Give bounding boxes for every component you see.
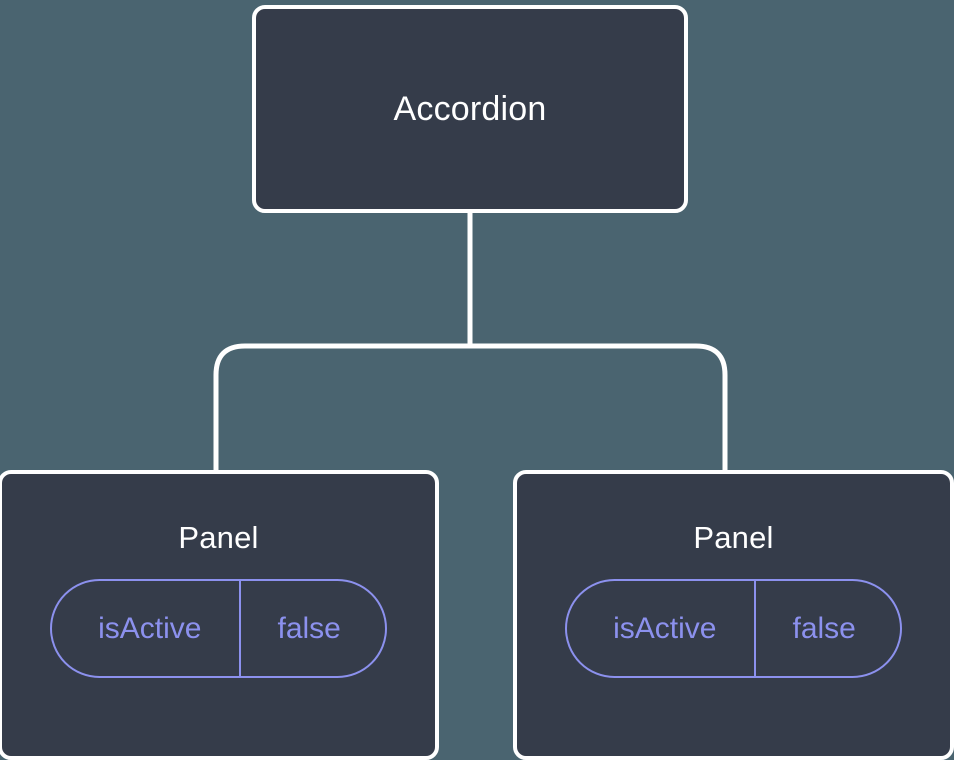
connector-branch-bus (213, 343, 728, 472)
prop-key: isActive (613, 611, 717, 645)
node-accordion[interactable]: Accordion (252, 5, 688, 213)
node-panel-2[interactable]: Panel isActive false (513, 470, 954, 760)
prop-pill-isactive[interactable]: isActive false (565, 579, 902, 678)
diagram-canvas: Accordion Panel isActive false Panel isA… (0, 5, 954, 760)
prop-pill-isactive[interactable]: isActive false (50, 579, 387, 678)
prop-value: false (239, 581, 384, 676)
node-panel-2-label: Panel (693, 520, 774, 555)
node-panel-2-props: isActive false (517, 579, 950, 678)
node-panel-1[interactable]: Panel isActive false (0, 470, 439, 760)
node-panel-1-props: isActive false (2, 579, 435, 678)
prop-key: isActive (98, 611, 202, 645)
prop-value: false (754, 581, 899, 676)
node-panel-1-label: Panel (178, 520, 259, 555)
node-accordion-label: Accordion (393, 90, 547, 128)
